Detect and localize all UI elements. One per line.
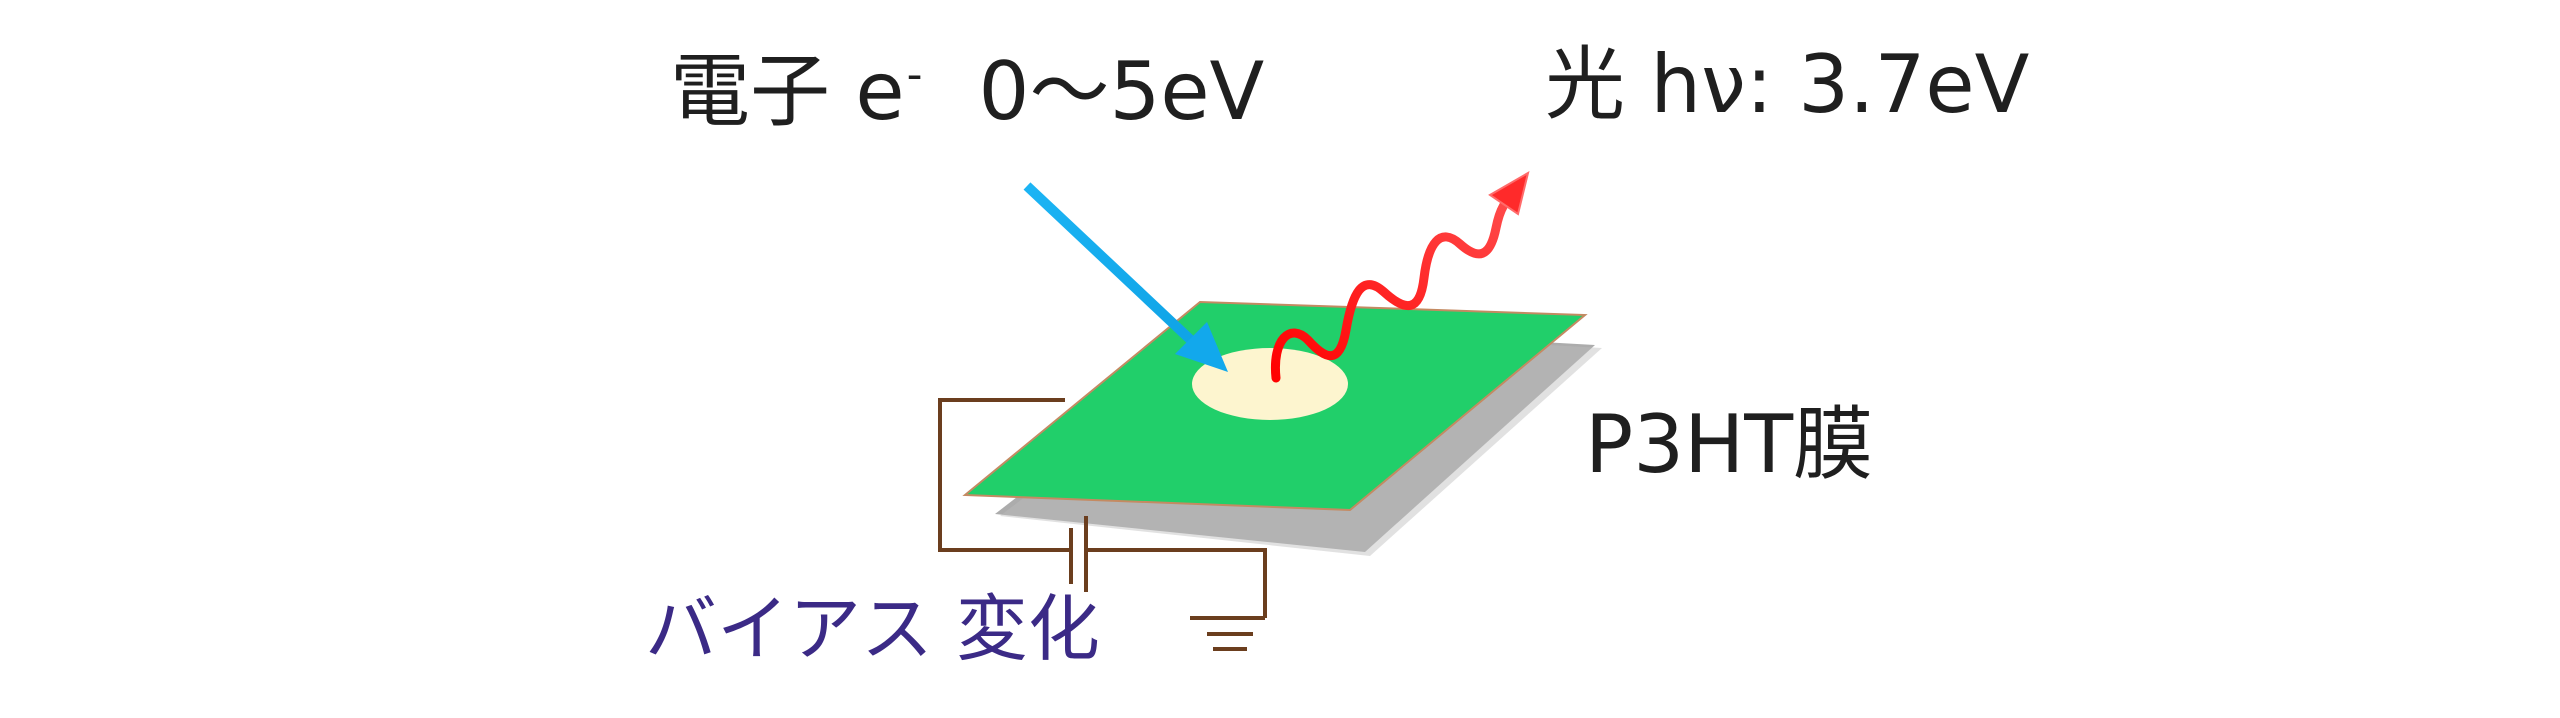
photon-wave <box>1270 170 1530 383</box>
ground-symbol <box>1190 616 1265 651</box>
electron-label: 電子 e-0〜5eV <box>670 52 1264 132</box>
electron-arrow <box>1023 182 1228 372</box>
beam-spot <box>1192 348 1348 420</box>
wire-top <box>938 398 1070 552</box>
photon-label: 光 hν: 3.7eV <box>1545 38 2030 131</box>
electron-energy: 0〜5eV <box>978 45 1265 138</box>
bias-circuit <box>938 398 1267 618</box>
electron-charge-superscript: - <box>906 49 923 100</box>
wire-right <box>1088 548 1267 618</box>
electron-text: 電子 e <box>670 45 905 138</box>
battery-symbol <box>1069 516 1088 592</box>
film-label: P3HT膜 <box>1585 398 1874 491</box>
bias-label: バイアス 変化 <box>645 587 1100 671</box>
